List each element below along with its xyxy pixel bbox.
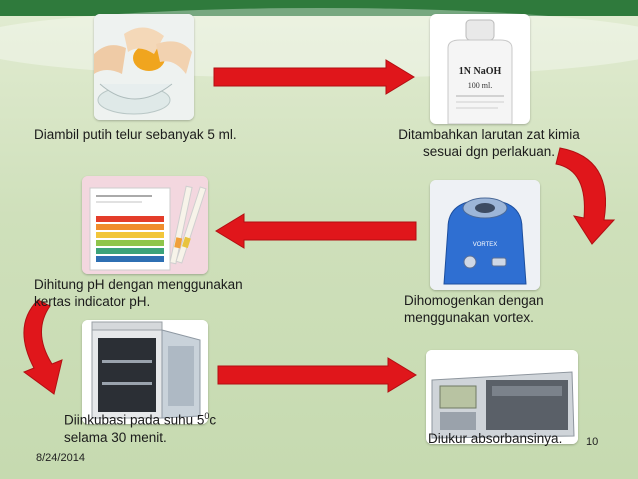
vortex-photo: VORTEX [430,180,540,290]
step3-line2: menggunakan vortex. [404,310,534,325]
step4-line2: kertas indicator pH. [34,294,151,309]
step5-caption: Diinkubasi pada suhu 50c selama 30 menit… [64,408,216,446]
step6-caption: Diukur absorbansinya. [428,431,563,446]
naoh-bottle-photo: 1N NaOH 100 ml. [430,14,530,124]
step1-caption: Diambil putih telur sebanyak 5 ml. [34,127,237,142]
step3-caption: Dihomogenkan dengan menggunakan vortex. [404,292,544,326]
step4-caption: Dihitung pH dengan menggunakan kertas in… [34,276,243,310]
spectrophotometer-photo [426,350,578,444]
vortex-illustration: VORTEX [430,180,540,290]
bottle-label: 1N NaOH [459,66,502,77]
egg-photo [94,14,194,120]
footer-page-number: 10 [586,436,599,448]
arrow-curve-right [555,147,616,245]
ph-color-scale [96,216,164,262]
ph-chart-illustration [82,176,208,274]
step5-superscript: 0 [204,411,210,421]
step2-line2: sesuai dgn perlakuan. [422,144,556,159]
incubator-photo [82,320,208,424]
arrow-left-middle [215,213,417,249]
step3-line1: Dihomogenkan dengan [404,293,544,308]
arrow-right-top [213,59,415,95]
arrow-right-bottom [217,357,417,393]
step5-unit: c [209,412,217,428]
top-band [0,0,638,16]
step2-caption: Ditambahkan larutan zat kimia sesuai dgn… [372,126,606,160]
bottle-volume: 100 ml. [468,81,492,90]
step5-line1: Diinkubasi pada suhu 5 [64,412,205,428]
spectrophotometer-illustration [426,350,578,444]
egg-illustration [94,14,194,120]
step5-line2: selama 30 menit. [64,429,167,445]
ph-paper-photo [82,176,208,274]
step4-line1: Dihitung pH dengan menggunakan [34,277,243,292]
vortex-label: VORTEX [473,242,498,248]
incubator-illustration [82,320,208,424]
step2-line1: Ditambahkan larutan zat kimia [398,127,580,142]
bottle-illustration: 1N NaOH 100 ml. [447,19,513,124]
arrow-curve-left [22,299,63,395]
footer-date: 8/24/2014 [36,452,85,464]
